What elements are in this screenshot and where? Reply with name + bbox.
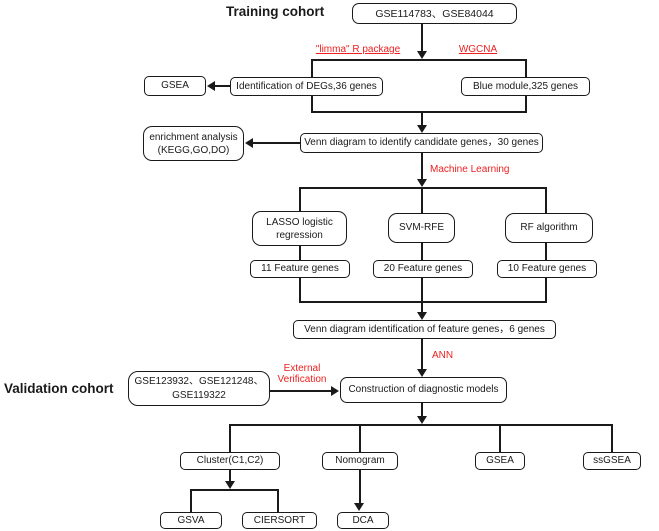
- training-cohort-title: Training cohort: [226, 4, 325, 19]
- connector-to-cluster: [229, 424, 231, 452]
- validation-cohort-title: Validation cohort: [4, 381, 114, 396]
- edge-label-ann: ANN: [432, 350, 454, 361]
- node-svm-rfe: SVM-RFE: [388, 213, 455, 243]
- node-dca: DCA: [337, 512, 389, 529]
- connector-to-rf: [545, 187, 547, 213]
- node-ssgsea: ssGSEA: [583, 452, 641, 470]
- connector-merge-to-venn2: [421, 278, 423, 312]
- connector-to-nomogram: [359, 424, 361, 452]
- node-venn-feature-genes: Venn diagram identification of feature g…: [293, 320, 556, 339]
- connector-nomogram-to-dca: [359, 470, 361, 503]
- arrowhead-into-venn1: [417, 125, 427, 133]
- connector-ml-split-horizontal: [299, 187, 547, 189]
- node-features-lasso: 11 Feature genes: [250, 260, 350, 278]
- node-blue-module: Blue module,325 genes: [461, 77, 590, 96]
- connector-feat10-down: [545, 278, 547, 302]
- node-lasso-line2: regression: [276, 229, 323, 241]
- connector-lasso-to-feat11: [299, 246, 301, 260]
- connector-venn1-to-ml-split: [421, 153, 423, 179]
- connector-merge-to-venn1: [421, 111, 423, 125]
- node-features-svm: 20 Feature genes: [373, 260, 473, 278]
- node-enrichment-line2: (KEGG,GO,DO): [157, 144, 230, 156]
- node-gsva: GSVA: [160, 512, 222, 529]
- node-features-rf: 10 Feature genes: [497, 260, 597, 278]
- edge-label-external-line1: External: [283, 363, 321, 374]
- arrowhead-external-verification: [331, 386, 339, 396]
- arrowhead-into-construction: [417, 369, 427, 377]
- connector-cluster-down: [229, 470, 231, 481]
- node-validation-datasets: GSE123932、GSE121248、 GSE119322: [128, 371, 270, 406]
- node-nomogram: Nomogram: [322, 452, 398, 470]
- node-ciersort: CIERSORT: [242, 512, 317, 529]
- connector-output-split-horizontal: [229, 424, 613, 426]
- node-lasso-line1: LASSO logistic: [266, 216, 333, 228]
- node-enrichment-analysis: enrichment analysis (KEGG,GO,DO): [143, 126, 244, 161]
- connector-rf-to-feat10: [545, 243, 547, 260]
- arrowhead-cluster-split: [225, 481, 235, 489]
- connector-split-horizontal-top: [311, 59, 527, 61]
- node-validation-datasets-line2: GSE119322: [172, 389, 226, 401]
- edge-label-external-verification: External Verification: [270, 363, 334, 385]
- connector-venn1-to-enrichment: [251, 142, 300, 144]
- node-training-datasets: GSE114783、GSE84044: [352, 3, 517, 24]
- node-degs: Identification of DEGs,36 genes: [230, 77, 383, 96]
- arrowhead-into-enrichment: [245, 138, 253, 148]
- edge-label-wgcna: WGCNA: [458, 44, 498, 55]
- arrowhead-into-gsea: [207, 81, 215, 91]
- node-venn-candidate-genes: Venn diagram to identify candidate genes…: [300, 133, 543, 153]
- connector-validation-to-construction: [270, 390, 331, 392]
- node-lasso: LASSO logistic regression: [252, 211, 347, 246]
- connector-to-gsea-validation: [499, 424, 501, 452]
- connector-degs-to-gsea: [213, 85, 230, 87]
- connector-cluster-split-horizontal: [190, 489, 279, 491]
- arrowhead-into-dca: [354, 503, 364, 511]
- connector-merge-horizontal-top: [311, 111, 527, 113]
- connector-to-ssgsea: [611, 424, 613, 452]
- edge-label-machine-learning: Machine Learning: [430, 164, 510, 175]
- arrowhead-topbox-down: [417, 51, 427, 59]
- node-gsea-training: GSEA: [144, 76, 206, 96]
- node-enrichment-line1: enrichment analysis: [149, 131, 238, 143]
- node-gsea-validation: GSEA: [475, 452, 525, 470]
- connector-feat11-down: [299, 278, 301, 302]
- connector-to-lasso: [299, 187, 301, 211]
- node-cluster: Cluster(C1,C2): [180, 452, 280, 470]
- node-construction-models: Construction of diagnostic models: [340, 377, 507, 403]
- arrowhead-ml-split: [417, 179, 427, 187]
- edge-label-external-line2: Verification: [277, 374, 327, 385]
- connector-svm-to-feat20: [421, 243, 423, 260]
- node-validation-datasets-line1: GSE123932、GSE121248、: [134, 375, 264, 387]
- arrowhead-into-venn2: [417, 312, 427, 320]
- edge-label-limma: "limma" R package: [315, 44, 401, 55]
- connector-to-ciersort: [277, 489, 279, 512]
- connector-construction-down: [421, 403, 423, 416]
- node-rf-algorithm: RF algorithm: [505, 213, 593, 243]
- connector-to-gsva: [190, 489, 192, 512]
- connector-to-svm: [421, 187, 423, 213]
- connector-topbox-to-split: [421, 23, 423, 52]
- connector-merge-horizontal-features: [299, 301, 547, 303]
- arrowhead-output-split: [417, 416, 427, 424]
- connector-venn2-to-construction: [421, 339, 423, 369]
